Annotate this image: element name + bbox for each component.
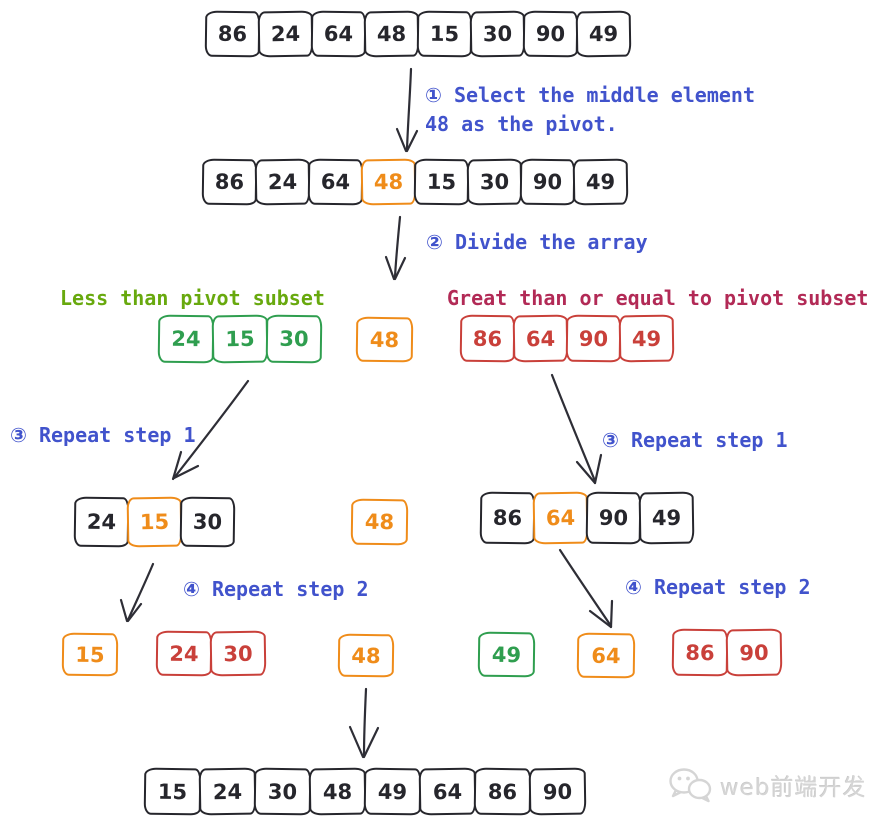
array-cell-64: 64 xyxy=(310,10,367,58)
array-cell-48: 48 xyxy=(350,498,409,546)
array-cell-86: 86 xyxy=(473,767,532,816)
step2-label: ② Divide the array xyxy=(426,230,648,254)
watermark-text: web前端开发 xyxy=(720,775,867,801)
array-cell-90: 90 xyxy=(585,491,642,545)
array-cell-30: 30 xyxy=(209,630,267,677)
array-cell-30: 30 xyxy=(466,158,523,206)
array-cell-49: 49 xyxy=(618,314,675,363)
array-cell-64: 64 xyxy=(532,491,589,545)
array-cell-64: 64 xyxy=(418,767,477,816)
array-cell-15: 15 xyxy=(413,158,470,206)
array-cell-86: 86 xyxy=(671,628,729,677)
array-cell-49: 49 xyxy=(572,158,629,206)
arrow-divide xyxy=(384,215,407,281)
array-cell-30: 30 xyxy=(265,314,323,364)
arrow-repeat1-right xyxy=(550,373,603,485)
arrow-repeat2-left xyxy=(119,562,155,623)
arrow-merge xyxy=(348,687,380,759)
array-cell-90: 90 xyxy=(528,767,587,816)
array-cell-30: 30 xyxy=(179,496,236,548)
array-cell-86: 86 xyxy=(479,491,536,545)
great-subset-label: Great than or equal to pivot subset xyxy=(447,286,869,310)
arrow-repeat2-right xyxy=(558,548,614,629)
step3-right-label: ③ Repeat step 1 xyxy=(602,428,788,452)
result-64: 64 xyxy=(576,632,636,679)
array-cell-49: 49 xyxy=(638,491,695,545)
wechat-icon xyxy=(669,768,712,803)
array-cell-90: 90 xyxy=(519,158,576,206)
array-cell-64: 64 xyxy=(576,632,636,679)
array-cell-64: 64 xyxy=(307,158,364,206)
array-cell-90: 90 xyxy=(522,10,579,58)
array-cell-86: 86 xyxy=(204,10,261,58)
array-cell-24: 24 xyxy=(257,10,314,58)
result-48: 48 xyxy=(337,633,395,678)
array-cell-30: 30 xyxy=(469,10,526,58)
array-cell-15: 15 xyxy=(126,496,183,548)
step1-label: ① Select the middle element 48 as the pi… xyxy=(425,83,755,136)
array-cell-48: 48 xyxy=(355,316,414,363)
result-15: 15 xyxy=(61,632,119,677)
array-cell-49: 49 xyxy=(363,767,422,816)
array-cell-90: 90 xyxy=(725,628,783,677)
pivot-box-2: 48 xyxy=(350,498,409,546)
array-cell-24: 24 xyxy=(157,314,215,364)
step4-right-label: ④ Repeat step 2 xyxy=(625,575,811,599)
array-cell-49: 49 xyxy=(477,631,536,678)
array-cell-30: 30 xyxy=(253,767,312,816)
array-cell-15: 15 xyxy=(143,767,202,816)
array-cell-24: 24 xyxy=(155,630,213,677)
array-cell-15: 15 xyxy=(211,314,269,364)
array-cell-48: 48 xyxy=(363,10,420,58)
result-49: 49 xyxy=(477,631,536,678)
step3-left-label: ③ Repeat step 1 xyxy=(10,423,196,447)
array-cell-49: 49 xyxy=(575,10,632,58)
array-cell-90: 90 xyxy=(565,314,622,363)
step4-left-label: ④ Repeat step 2 xyxy=(183,577,369,601)
array-cell-24: 24 xyxy=(198,767,257,816)
array-cell-15: 15 xyxy=(61,632,119,677)
watermark: web前端开发 xyxy=(668,766,867,804)
pivot-box-1: 48 xyxy=(355,316,414,363)
array-cell-86: 86 xyxy=(459,314,516,363)
array-cell-24: 24 xyxy=(254,158,311,206)
array-cell-48: 48 xyxy=(360,158,417,206)
arrow-select-pivot xyxy=(395,67,419,153)
array-cell-48: 48 xyxy=(308,767,367,816)
array-cell-48: 48 xyxy=(337,633,395,678)
array-cell-15: 15 xyxy=(416,10,473,58)
array-cell-24: 24 xyxy=(73,496,130,548)
array-cell-86: 86 xyxy=(201,158,258,206)
array-cell-64: 64 xyxy=(512,314,569,363)
less-subset-label: Less than pivot subset xyxy=(60,286,325,310)
